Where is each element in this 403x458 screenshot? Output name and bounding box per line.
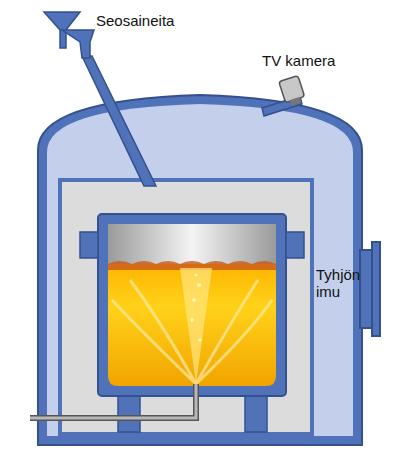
ladle: [98, 214, 286, 396]
vessel-shell: [38, 95, 362, 445]
gas-pipe: [30, 384, 196, 418]
inner-chamber: [60, 180, 312, 434]
gas-pipe-outline: [30, 384, 196, 418]
tv-camera: [279, 75, 306, 107]
ladle-trunnion: [80, 232, 98, 258]
alloy-hopper: [62, 30, 94, 58]
vacuum-flange: [372, 242, 380, 336]
part-label: Tyhjön imu: [316, 266, 372, 300]
part-label: TV kamera: [262, 52, 372, 69]
ladle-leg: [245, 392, 267, 432]
ladle-trunnion: [286, 232, 304, 258]
vessel-wall: [47, 104, 353, 436]
ladle-leg: [118, 392, 140, 432]
camera-port: [262, 96, 302, 116]
molten-steel: [108, 264, 276, 386]
flow-lines: [112, 280, 272, 384]
alloy-chute: [82, 56, 156, 186]
part-label: Seosaineita: [96, 12, 206, 29]
ladle-lining: [108, 224, 276, 266]
gas-bubbles: [190, 273, 202, 341]
